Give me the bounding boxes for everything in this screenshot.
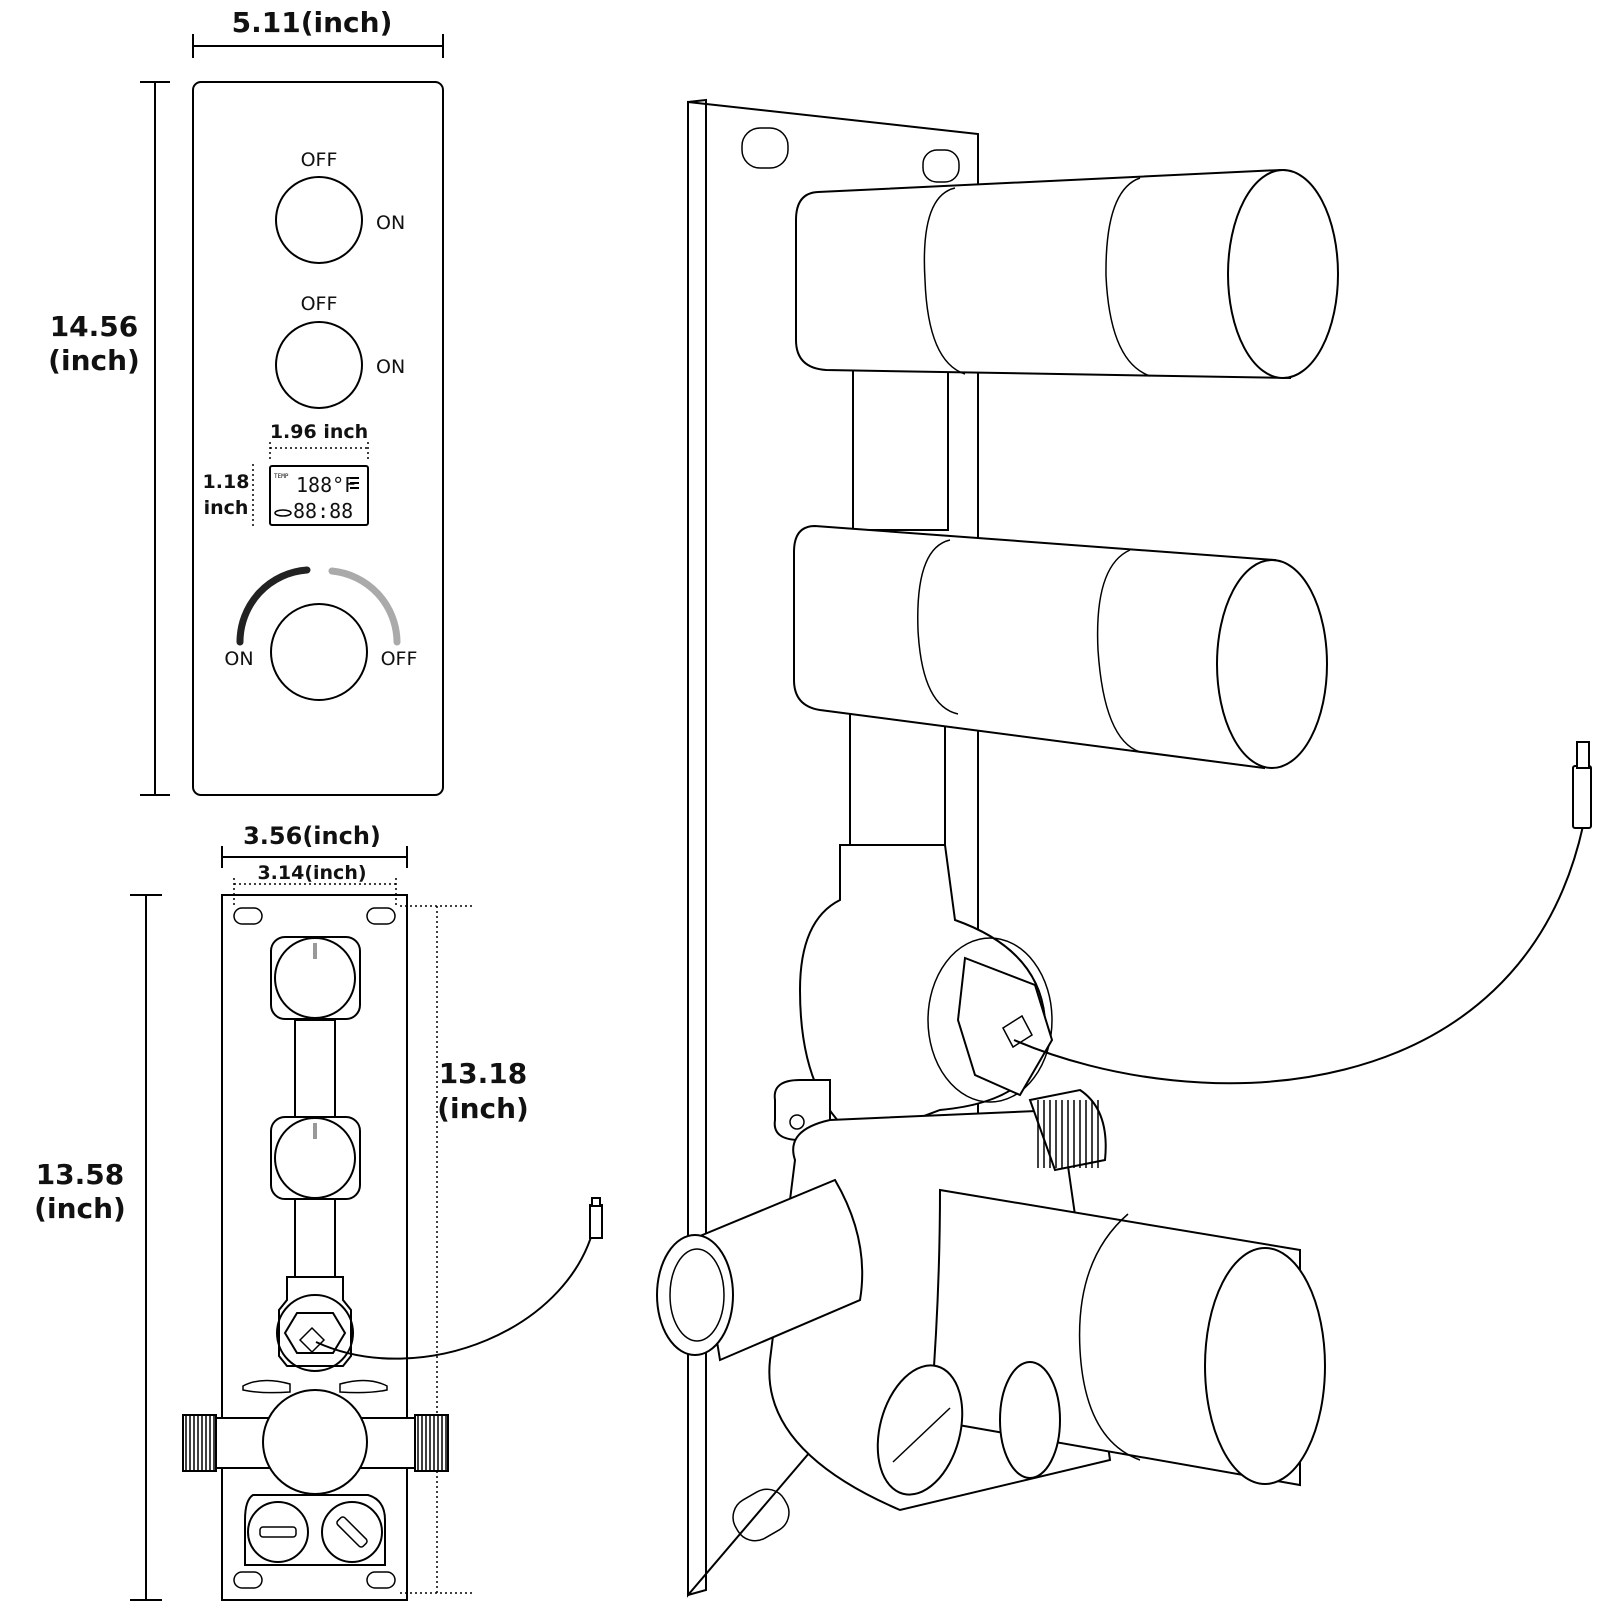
check-valve-right: [321, 1501, 383, 1563]
back-plate-edge: [687, 98, 707, 1596]
hole-spacing-unit: (inch): [437, 1092, 529, 1125]
dial-off-arc: [328, 567, 401, 646]
cartridge-housing-2: [270, 1116, 361, 1200]
cartridge-2: [274, 1117, 356, 1199]
mount-hole-top-right: [366, 907, 396, 925]
panel-height-value: 14.56: [50, 310, 139, 343]
check-valve-left: [247, 1501, 309, 1563]
mounting-plate: [221, 894, 408, 1601]
dial-on-arc: [236, 566, 311, 646]
upper-cartridge-body: [795, 168, 1292, 380]
cover-plate: [192, 81, 444, 796]
check-valve-3d-left: [876, 1364, 964, 1496]
sensor-plug-tip-3d: [1576, 741, 1590, 769]
body-inner-width-label: 3.14(inch): [257, 862, 366, 884]
sensor-cable-3d: [1013, 825, 1584, 1085]
middle-cartridge-body: [793, 524, 1277, 770]
sensor-plug: [589, 1204, 603, 1239]
mount-hole-bottom-left: [233, 1571, 263, 1589]
diverter-knob-2[interactable]: [275, 321, 363, 409]
knob2-off-label: OFF: [301, 293, 338, 315]
lcd-display: [269, 465, 369, 526]
valve-perspective-view: [656, 98, 1592, 1598]
thread-lines-right: [417, 1416, 447, 1470]
mount-tab-right: [339, 1379, 388, 1394]
check-valve-left-slot: [259, 1526, 297, 1538]
middle-cartridge-collar: [917, 539, 959, 715]
middle-cartridge-end[interactable]: [1216, 559, 1328, 769]
display-height-value: 1.18: [203, 471, 250, 493]
mixing-chamber: [262, 1389, 368, 1495]
sensor-probe: [298, 1326, 326, 1354]
thermostatic-dial-knob[interactable]: [270, 603, 368, 701]
body-height-unit: (inch): [34, 1192, 126, 1225]
panel-height-unit: (inch): [48, 344, 140, 377]
sensor-probe-3d: [1002, 1014, 1033, 1049]
mount-ear-hole: [789, 1114, 805, 1130]
inlet-thread-right: [414, 1414, 449, 1472]
display-height-unit: inch: [204, 497, 249, 519]
sensor-plug-3d: [1572, 765, 1592, 829]
lcd-flow-icon: [274, 509, 292, 517]
thermostatic-cartridge-band: [1078, 1213, 1141, 1461]
inlet-opening: [669, 1248, 725, 1342]
thermostatic-cartridge-end[interactable]: [1204, 1247, 1326, 1485]
lcd-temp-tag: TEMP: [274, 473, 289, 480]
mount-hole-top-left: [233, 907, 263, 925]
thread-lines-left: [185, 1416, 215, 1470]
body-pipe-upper: [294, 1019, 336, 1121]
thread-lines-3d: [1037, 1100, 1099, 1168]
lcd-temp-reading: 188°F: [296, 473, 356, 497]
sensor-cable: [315, 1217, 597, 1360]
sensor-plug-tip: [591, 1197, 601, 1207]
hole-spacing-value: 13.18: [439, 1057, 528, 1090]
cartridge-1: [274, 937, 356, 1019]
plate-hole-2: [922, 149, 960, 183]
inlet-thread-left: [182, 1414, 217, 1472]
display-width-label: 1.96 inch: [270, 421, 368, 443]
valve-body-front-view: 3.56(inch) 3.14(inch) 13.58 (inch) 13.18…: [34, 822, 603, 1601]
front-panel: 5.11(inch) 14.56 (inch) OFF ON OFF ON 1.…: [48, 6, 444, 796]
knob1-on-label: ON: [376, 212, 405, 234]
upper-cartridge-collar: [923, 187, 966, 375]
mount-hole-bottom-right: [366, 1571, 396, 1589]
sensor-port-ring: [927, 937, 1053, 1103]
inlet-thread-end: [656, 1234, 734, 1356]
check-valve-3d-left-slot: [892, 1407, 951, 1463]
body-pipe-middle: [294, 1196, 336, 1278]
riser-pipe-1: [852, 359, 949, 531]
upper-cartridge-band: [1105, 177, 1151, 377]
check-valve-right-slot: [336, 1516, 368, 1548]
sensor-fitting-ring: [276, 1294, 354, 1372]
body-height-value: 13.58: [36, 1158, 125, 1191]
plate-hole-1: [741, 127, 789, 169]
check-valve-3d-right: [999, 1361, 1061, 1479]
knob1-off-label: OFF: [301, 149, 338, 171]
mount-tab-left: [242, 1379, 291, 1394]
dial-off-label: OFF: [381, 648, 418, 670]
dial-on-label: ON: [224, 648, 253, 670]
upper-cartridge-end[interactable]: [1227, 169, 1339, 379]
lcd-time-reading: 88:88: [293, 499, 353, 523]
check-valve-block: [244, 1494, 386, 1566]
panel-width-label: 5.11(inch): [232, 6, 393, 39]
plate-hole-3: [732, 1488, 790, 1542]
middle-cartridge-band: [1096, 549, 1141, 753]
inlet-pipe-3d: [698, 1178, 864, 1362]
diverter-knob-1[interactable]: [275, 176, 363, 264]
sensor-hex-nut: [283, 1312, 347, 1354]
cartridge-housing-1: [270, 936, 361, 1020]
body-outer-width-label: 3.56(inch): [243, 822, 381, 850]
knob2-on-label: ON: [376, 356, 405, 378]
